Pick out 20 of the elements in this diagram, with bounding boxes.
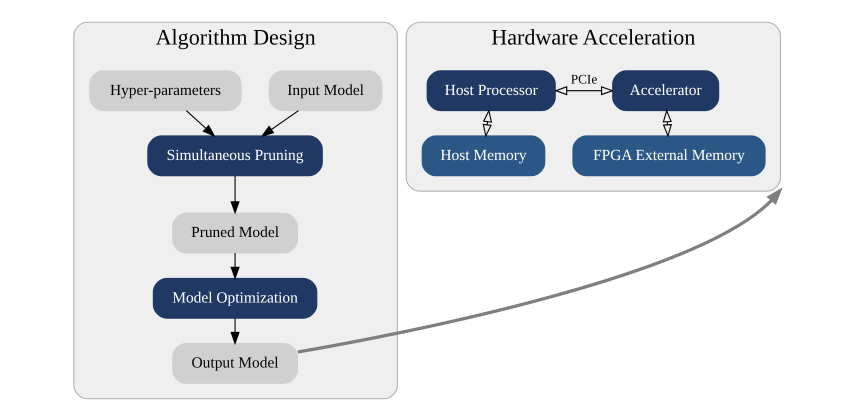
node-box: Hyper-parameters [88, 70, 242, 111]
node-box: Pruned Model [172, 212, 298, 254]
arrow [662, 108, 672, 138]
node-box: Simultaneous Pruning [146, 134, 322, 176]
arrow [482, 108, 492, 138]
arrow [230, 318, 240, 345]
arrow [260, 110, 298, 136]
arrow [230, 252, 240, 280]
arrow [554, 86, 614, 95]
arrow [297, 186, 782, 354]
node-box: Model Optimization [152, 277, 317, 318]
node-box: Output Model [172, 342, 298, 384]
node-box: Host Memory [421, 134, 545, 176]
node-box: FPGA External Memory [572, 134, 766, 176]
node-box: Host Processor [426, 70, 556, 111]
edge-label: PCIe [570, 71, 597, 86]
arrow [186, 110, 215, 136]
arrow [230, 175, 240, 214]
node-box: Accelerator [612, 70, 719, 111]
node-box: Input Model [268, 70, 382, 111]
